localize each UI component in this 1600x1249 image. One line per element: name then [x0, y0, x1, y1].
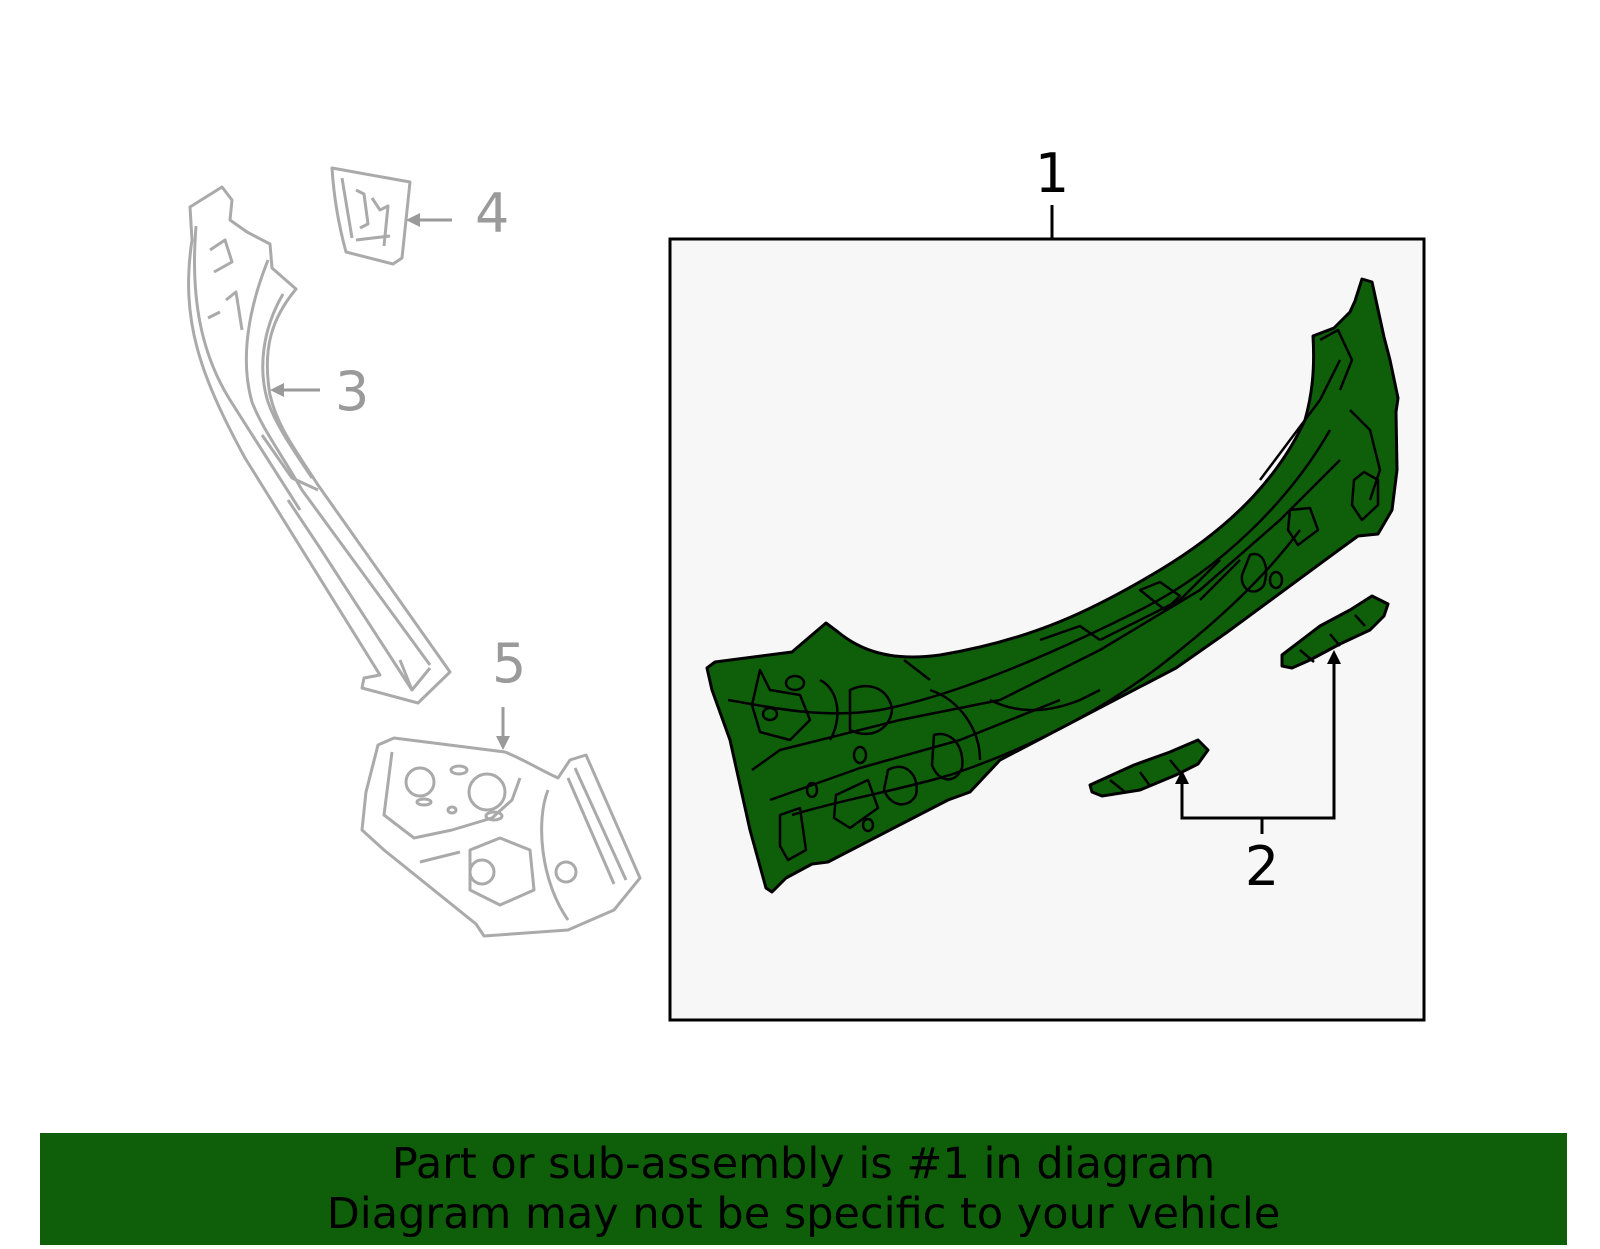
notice-line-1: Part or sub-assembly is #1 in diagram — [391, 1139, 1216, 1189]
part-4-bracket-drawing — [330, 166, 412, 266]
part-2-bracket-left-drawing — [1088, 738, 1210, 798]
notice-banner: Part or sub-assembly is #1 in diagram Di… — [40, 1133, 1567, 1245]
part-2-arrowhead-left — [1175, 770, 1189, 784]
part-3-label: 3 — [335, 360, 369, 423]
part-5-callout: 5 — [492, 632, 526, 750]
part-5-panel-drawing — [360, 736, 642, 938]
part-4-label: 4 — [475, 182, 509, 245]
part-2-arrowhead-right — [1327, 650, 1341, 664]
part-5-label: 5 — [492, 632, 526, 695]
part-1-callout: 1 — [1035, 142, 1069, 239]
part-4-callout: 4 — [406, 182, 509, 245]
part-2-callout — [1180, 658, 1336, 834]
part-2-label: 2 — [1245, 835, 1279, 898]
part-3-pillar-drawing — [187, 185, 452, 705]
part-1-label: 1 — [1035, 142, 1069, 205]
part-2-leader — [1180, 658, 1336, 820]
part-3-callout: 3 — [270, 360, 369, 423]
part-5-arrowhead — [496, 736, 510, 750]
part-4-arrowhead — [406, 213, 420, 227]
part-2-bracket-right-drawing — [1280, 594, 1390, 670]
part-1-inner-panel-drawing — [705, 277, 1400, 894]
part-3-arrowhead — [270, 383, 284, 397]
notice-line-2: Diagram may not be specific to your vehi… — [326, 1189, 1281, 1239]
